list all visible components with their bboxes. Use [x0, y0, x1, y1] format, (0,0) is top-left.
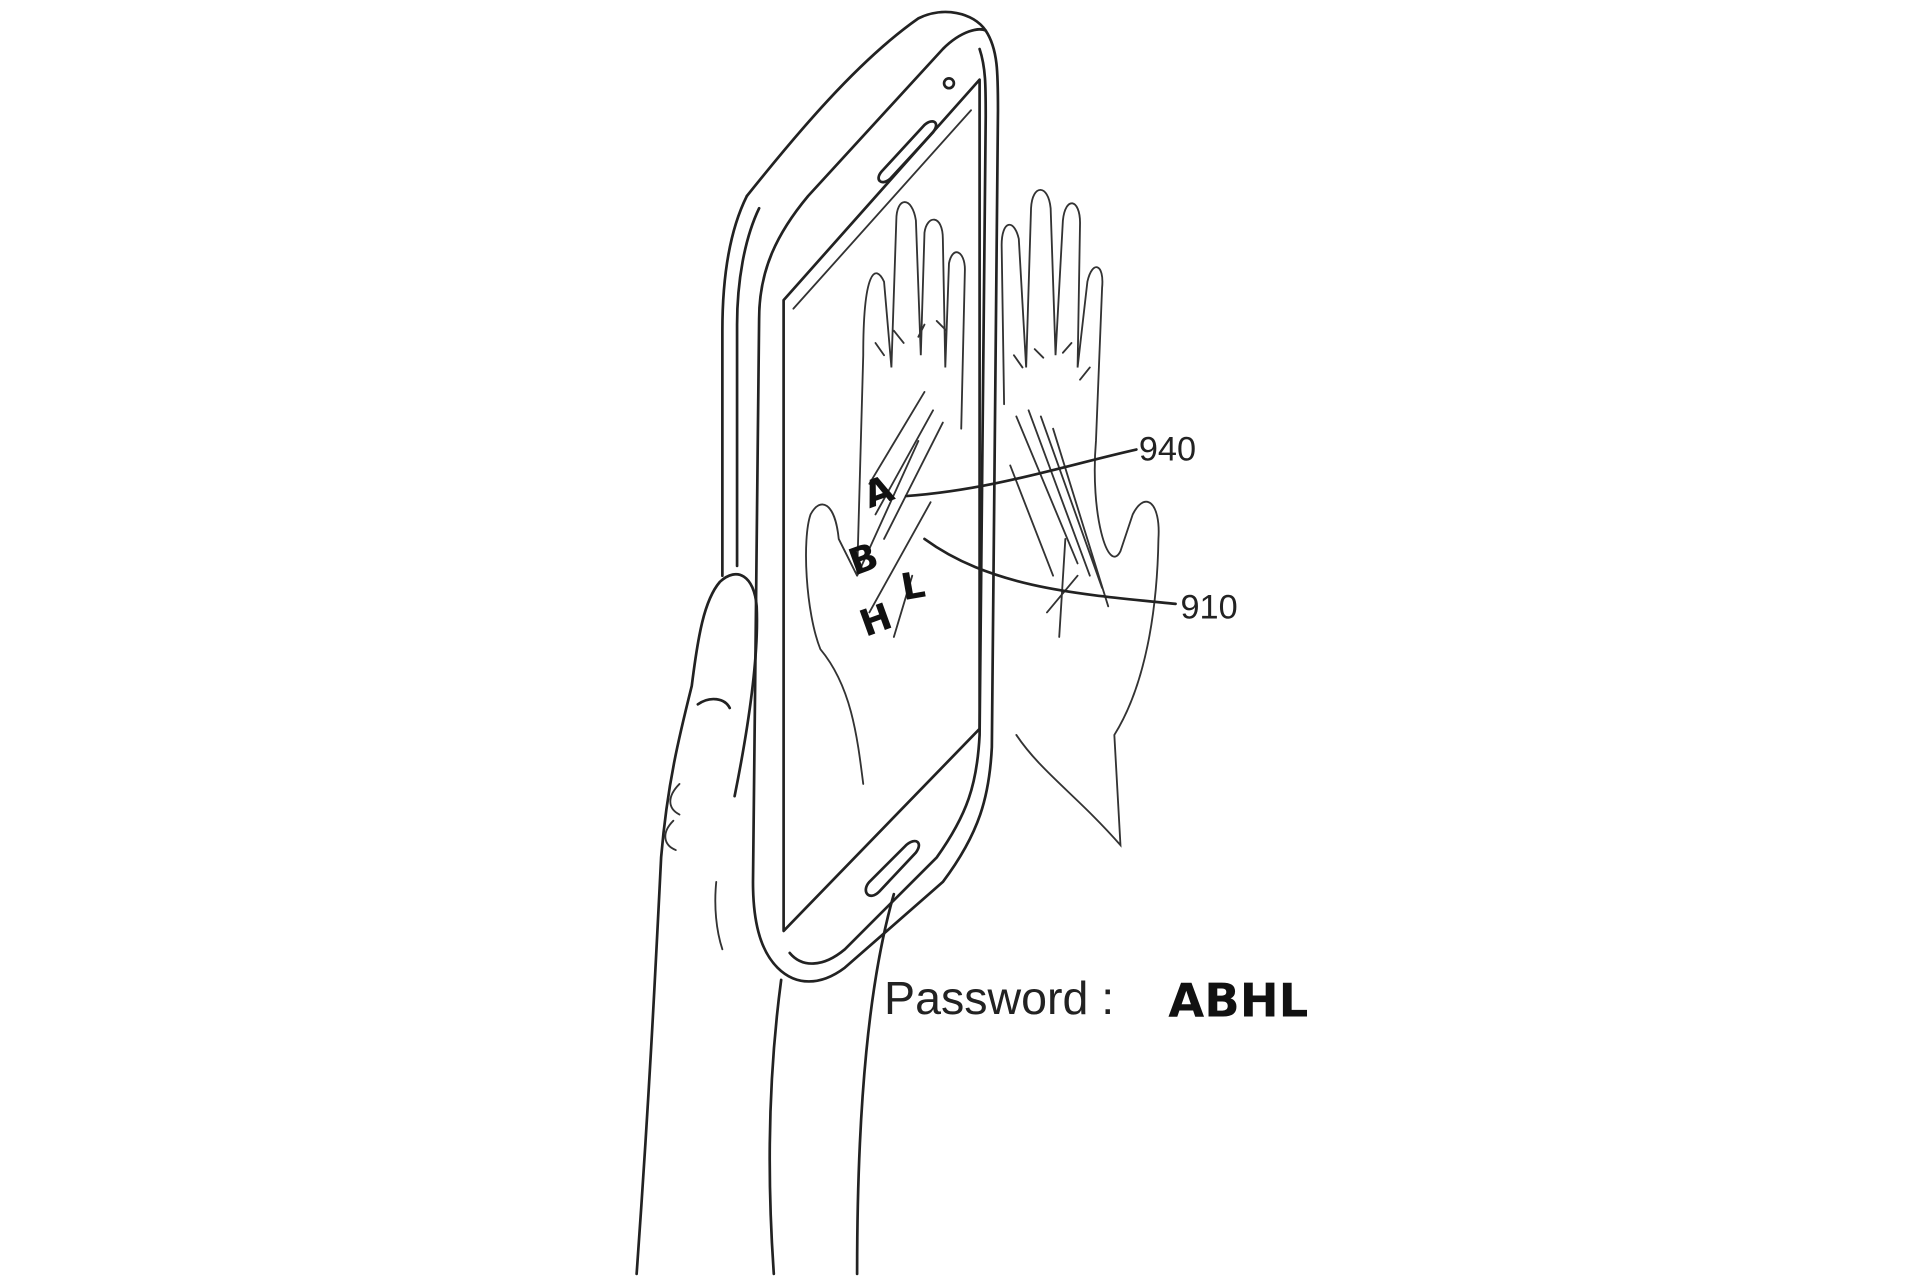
password-label: Password :	[884, 972, 1114, 1024]
reference-label-910: 910	[1180, 589, 1237, 627]
holding-hand-drawing	[635, 572, 896, 1276]
password-value: ABHL	[1168, 974, 1308, 1028]
leader-line-910	[923, 537, 1177, 606]
palm-letter-b: B	[843, 534, 884, 584]
smartphone-drawing	[721, 10, 1000, 983]
palm-letter-h: H	[854, 594, 898, 645]
palm-letter-l: L	[898, 563, 929, 609]
leader-line-940	[904, 448, 1138, 498]
reference-label-940: 940	[1139, 431, 1196, 469]
palm-letter-a: A	[858, 466, 900, 516]
palm-behind-phone-drawing	[1000, 189, 1160, 848]
